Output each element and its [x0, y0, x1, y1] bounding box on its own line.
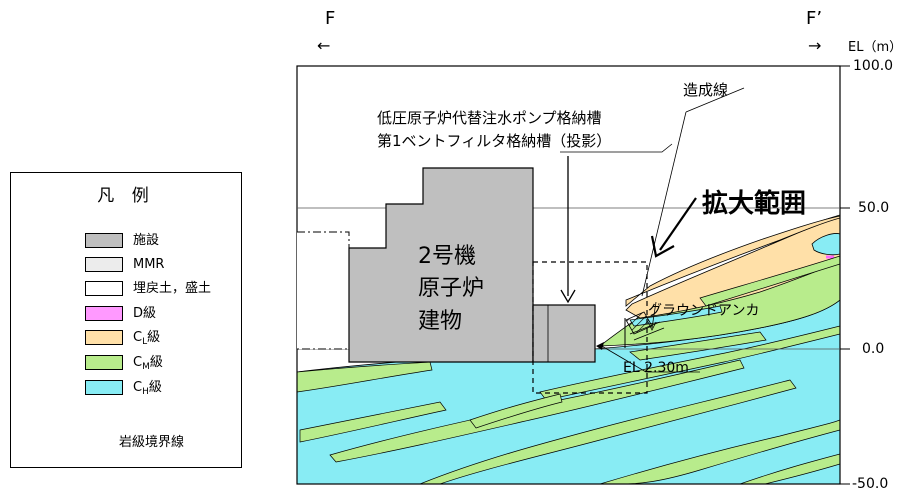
- legend-label-boundary: 岩級境界線: [119, 435, 185, 450]
- section-left-label: F: [325, 8, 336, 29]
- legend-swatch-ch-class: [85, 380, 123, 395]
- legend-swatch-facility: [85, 233, 123, 248]
- building-label-line3: 建物: [418, 309, 463, 334]
- cm-rock-bands: [297, 325, 840, 484]
- building-label-line1: 2号機: [418, 244, 476, 269]
- structure-label-line1: 低圧原子炉代替注水ポンプ格納槽: [377, 109, 602, 127]
- cl-slope-layer: [625, 216, 840, 319]
- legend-label-mmr: MMR: [133, 257, 165, 272]
- axis-tick-0: 0.0: [862, 341, 885, 357]
- elevation-label: EL 2.30m: [623, 360, 689, 376]
- axis-tick-minus50: -50.0: [852, 476, 889, 492]
- ch-pocket: [811, 233, 840, 256]
- legend-label-facility: 施設: [133, 233, 160, 248]
- adjacent-structure: [297, 231, 350, 350]
- legend-label-ch-class: CH級: [133, 380, 162, 397]
- axis-unit-label: EL（m）: [848, 40, 903, 55]
- building-label-line2: 原子炉: [418, 276, 485, 301]
- legend-swatch-backfill: [85, 281, 123, 296]
- expanded-range-label: 拡大範囲: [702, 189, 807, 219]
- legend-title: 凡 例: [97, 186, 155, 206]
- legend-swatch-mmr: [85, 257, 123, 272]
- legend-swatch-cm-class: [85, 355, 123, 370]
- grading-line-label: 造成線: [683, 81, 729, 99]
- legend-label-d-class: D級: [133, 306, 157, 321]
- fill-slope: [625, 215, 840, 307]
- axis-tick-50: 50.0: [858, 200, 890, 216]
- pump-storage-tank: [532, 304, 596, 363]
- section-right-label: F’: [806, 8, 823, 29]
- legend: 凡 例 施設 MMR 埋戻土，盛土 D級 CL級 CM級 CH級 岩級境界線: [10, 172, 242, 468]
- legend-label-backfill: 埋戻土，盛土: [133, 281, 212, 296]
- axis-tick-100: 100.0: [853, 58, 894, 74]
- section-right-arrow: →: [808, 36, 822, 55]
- ground-anchor-label: グラウンドアンカ: [648, 303, 760, 319]
- legend-swatch-d-class: [85, 306, 123, 321]
- legend-label-cm-class: CM級: [133, 355, 163, 372]
- vent-filter-projection: [532, 261, 648, 394]
- legend-label-cl-class: CL級: [133, 330, 161, 347]
- structure-label-line2: 第1ベントフィルタ格納槽（投影）: [377, 132, 612, 150]
- section-left-arrow: ←: [317, 36, 331, 55]
- legend-swatch-cl-class: [85, 330, 123, 345]
